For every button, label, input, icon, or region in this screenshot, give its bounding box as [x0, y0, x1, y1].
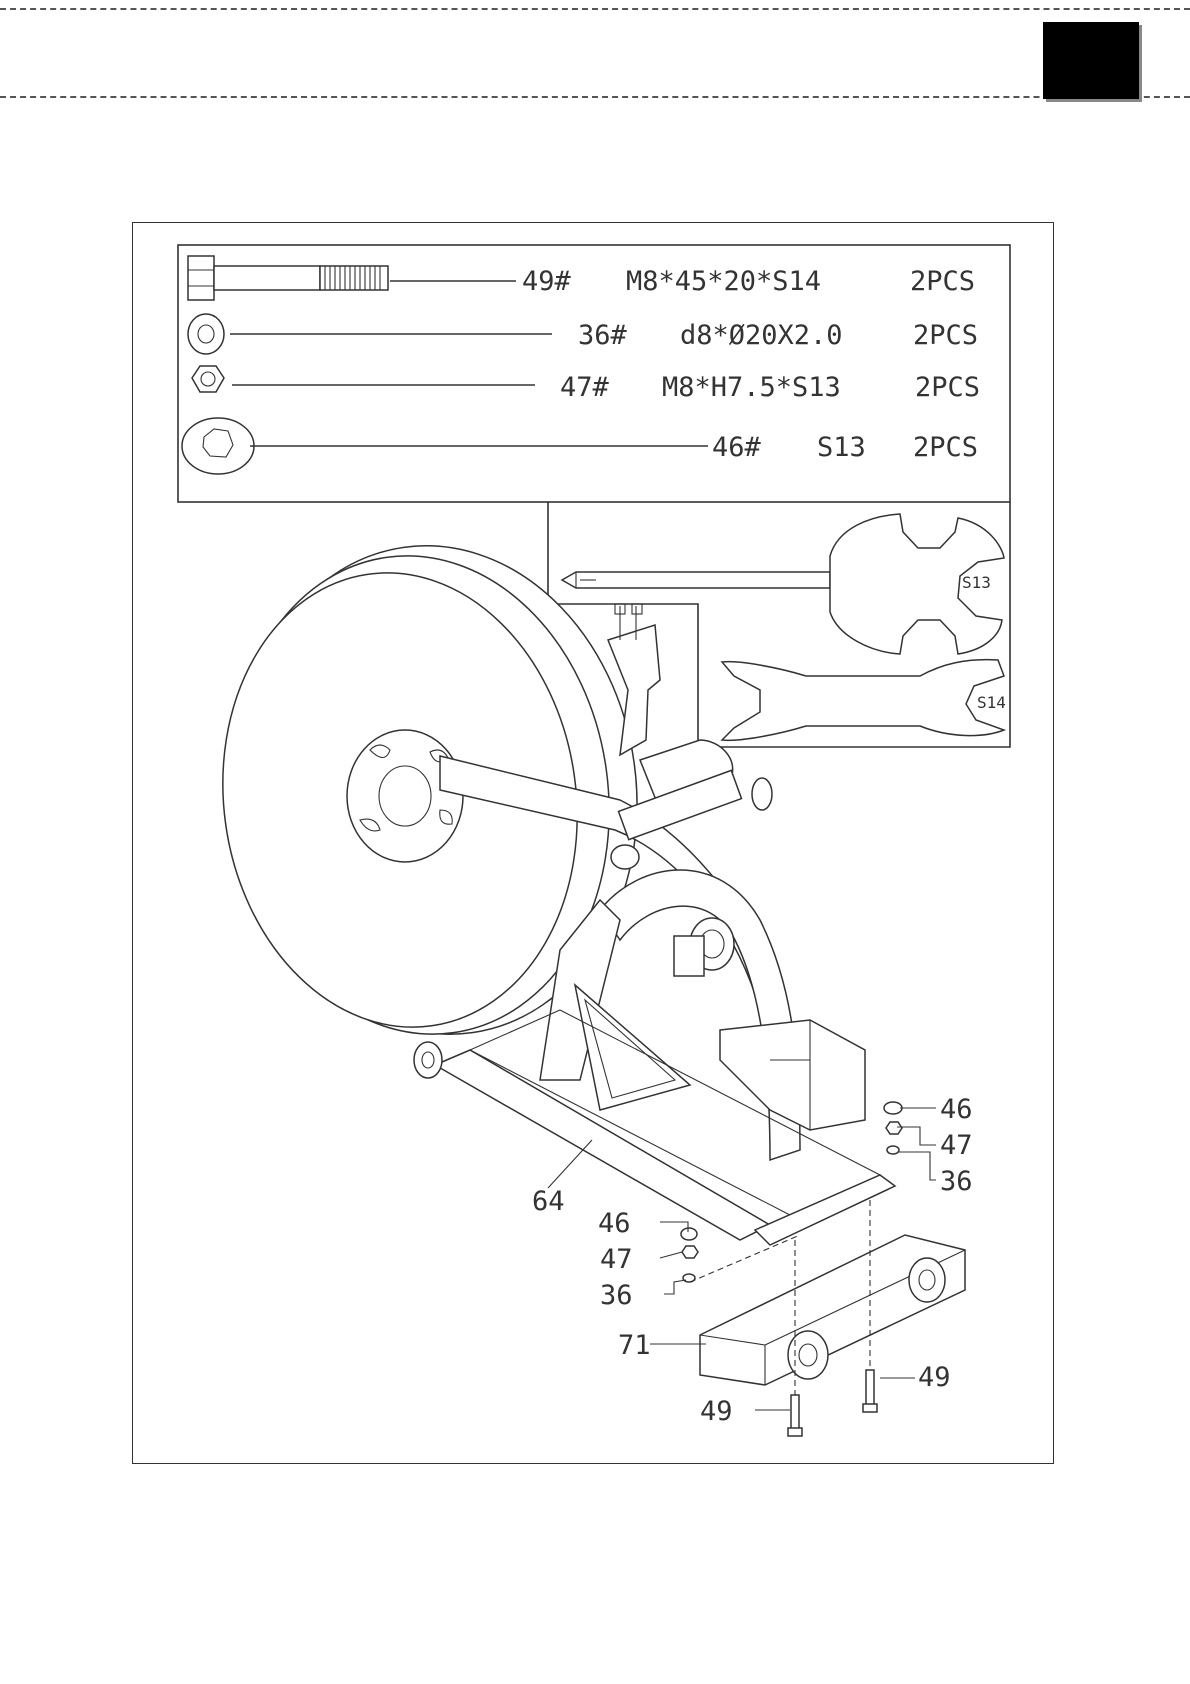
part-spec-47: M8*H7.5*S13: [662, 372, 841, 403]
washer-icon: [188, 314, 552, 354]
flywheel-hub: [347, 730, 463, 862]
tool-label-s13: S13: [962, 573, 991, 592]
part-number-36: 36#: [578, 320, 628, 351]
parts-row-46: 46# S13 2PCS: [712, 432, 978, 463]
bolt-49-left: [791, 1395, 799, 1430]
parts-list-box: 49# M8*45*20*S14 2PCS 36# d8*Ø20X2.0 2PC…: [178, 245, 1010, 502]
label-46-right: 46: [940, 1094, 973, 1125]
nut-icon: [192, 366, 535, 392]
part-spec-49: M8*45*20*S14: [626, 266, 821, 297]
part-number-49: 49#: [522, 266, 572, 297]
label-47-right: 47: [940, 1130, 973, 1161]
parts-row-47: 47# M8*H7.5*S13 2PCS: [560, 372, 980, 403]
label-71: 71: [618, 1330, 651, 1361]
tool-label-s14: S14: [977, 693, 1006, 712]
part-qty-46: 2PCS: [913, 432, 978, 463]
parts-row-36: 36# d8*Ø20X2.0 2PCS: [578, 320, 978, 351]
label-49-left: 49: [700, 1396, 733, 1427]
parts-row-49: 49# M8*45*20*S14 2PCS: [522, 266, 975, 297]
front-wheel: [414, 1042, 442, 1078]
part-qty-36: 2PCS: [913, 320, 978, 351]
label-49-right: 49: [918, 1362, 951, 1393]
rear-wheel-right: [909, 1258, 945, 1302]
tension-knob: [674, 918, 734, 976]
label-46-left: 46: [598, 1208, 631, 1239]
part-number-46: 46#: [712, 432, 762, 463]
label-36-right: 36: [940, 1166, 973, 1197]
label-64: 64: [532, 1186, 565, 1217]
part-qty-49: 2PCS: [910, 266, 975, 297]
rear-bracket: [720, 1020, 865, 1130]
main-rail: [600, 870, 800, 1160]
cap-icon: [182, 418, 708, 474]
label-47-left: 47: [600, 1244, 633, 1275]
part-number-47: 47#: [560, 372, 610, 403]
part-qty-47: 2PCS: [915, 372, 980, 403]
part-spec-46: S13: [817, 432, 866, 463]
open-end-wrench-icon: S14: [722, 660, 1006, 741]
label-36-left: 36: [600, 1280, 633, 1311]
bike-illustration: [194, 520, 965, 1436]
bolt-icon: [188, 256, 516, 300]
bolt-49-right: [866, 1370, 874, 1406]
part-spec-36: d8*Ø20X2.0: [680, 320, 843, 351]
rear-wheel-left: [788, 1331, 828, 1379]
